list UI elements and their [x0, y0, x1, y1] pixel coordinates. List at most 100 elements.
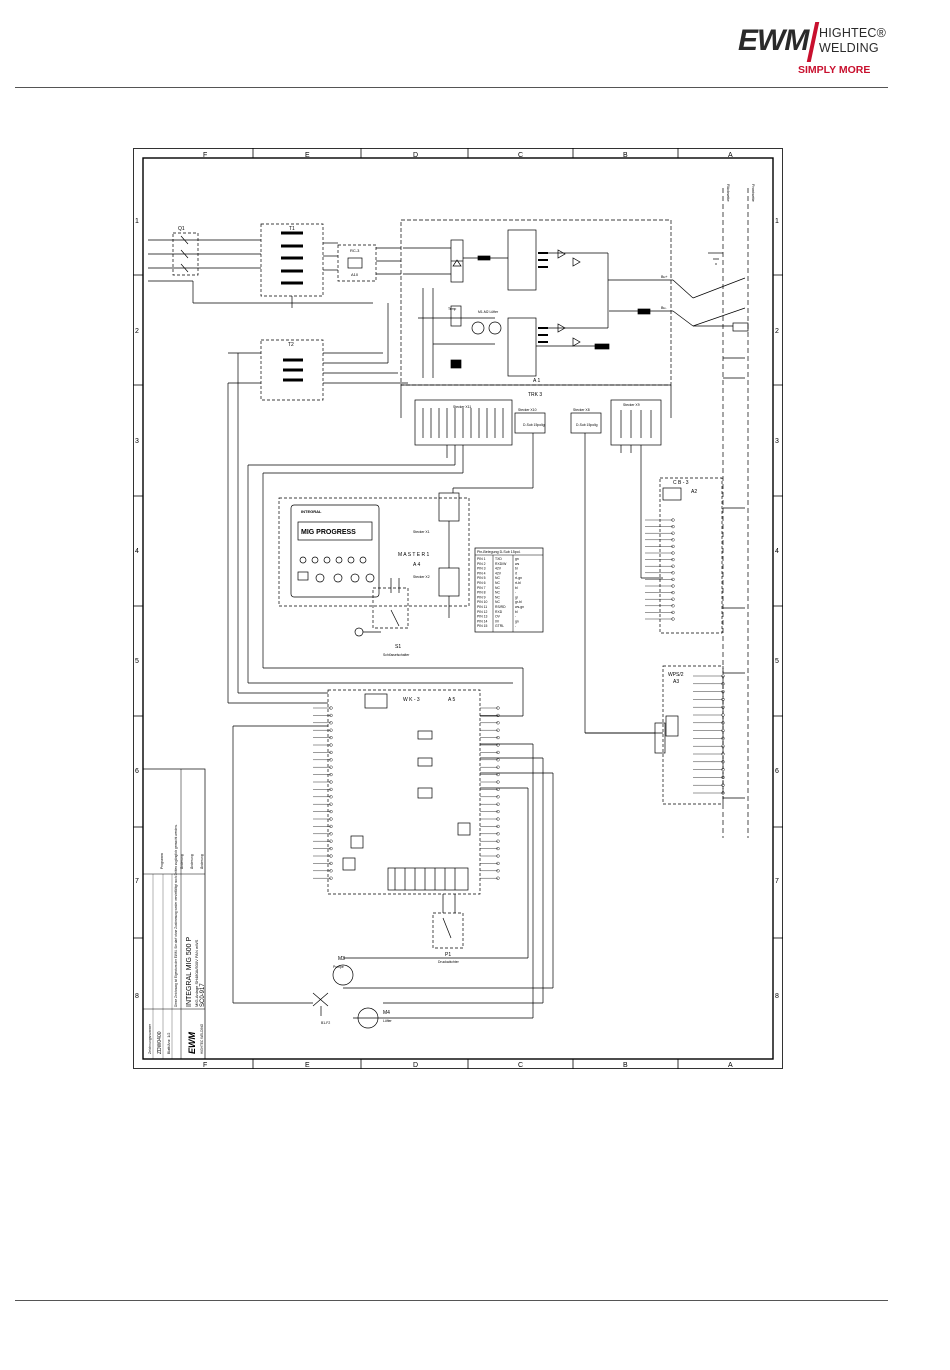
label-a1: A 1	[533, 378, 540, 384]
wk3-wire-left-terminal	[329, 743, 333, 747]
grid-letter: E	[305, 1062, 310, 1069]
t2-transformer	[260, 339, 324, 401]
wk3-wire-right-terminal	[496, 832, 500, 836]
stecker-x9-connector	[610, 399, 662, 446]
wps-wire-terminal	[721, 721, 725, 725]
circuit-diagram: F E D C B A F E D C B A 1 2 3 4 5 6 7 8 …	[133, 148, 783, 1069]
rc3-module	[337, 244, 377, 282]
pin-table-cell: gr-bl	[515, 600, 522, 604]
cb3-wire-terminal	[671, 597, 675, 601]
wk3-wire-left-terminal	[329, 802, 333, 806]
wk3-wire-right-terminal	[496, 743, 500, 747]
pin-table-cell: NC	[495, 586, 500, 590]
pin-table-cell: NC	[495, 591, 500, 595]
wps2-board	[662, 665, 724, 805]
wps-wire-terminal	[721, 767, 725, 772]
wps-wire-terminal	[721, 760, 725, 764]
label-m4-desc: Lüfter	[383, 1019, 393, 1023]
pin-table-cell: RXD/W	[495, 562, 507, 566]
cb3-wire-terminal	[671, 518, 675, 522]
label-temp: Temp	[448, 307, 456, 311]
wk3-wire-left-terminal	[329, 846, 333, 851]
label-dc-plus: Bu+	[661, 275, 668, 279]
cb3-wire-terminal	[671, 577, 675, 581]
cb3-wire-terminal	[671, 610, 675, 614]
cb3-wire-terminal	[671, 538, 675, 542]
pin-table-cell: 42V	[495, 571, 502, 575]
pin-table-cell: PIN 15	[477, 624, 487, 628]
wps-wire-terminal	[721, 736, 725, 740]
wk3-wire-left-terminal	[329, 832, 333, 836]
pin-table-cell: TXD	[495, 557, 502, 561]
pin-table-cell: PIN 3	[477, 567, 486, 571]
grid-number: 5	[135, 658, 139, 665]
grid-number: 4	[775, 548, 779, 555]
label-p1-desc: Druckwächter	[438, 960, 460, 964]
wk3-wire-right-terminal	[496, 795, 500, 799]
tb-rev: Änderung	[180, 854, 184, 869]
m4-fan	[357, 1007, 379, 1029]
tb-rev: Programm	[160, 853, 164, 869]
pin-table-cell: NC	[495, 595, 500, 599]
stecker-x11-connector	[414, 399, 513, 446]
label-m3: M3	[338, 956, 345, 962]
wps-wire-terminal	[721, 674, 725, 678]
pin-table-cell: 42V	[495, 567, 502, 571]
wk3-wire-right-terminal	[496, 876, 500, 880]
tb-subtitle: MIG-Anlage SH480A/500V PAN wWS	[194, 939, 199, 1007]
grid-number: 3	[135, 438, 139, 445]
wk3-wire-left-terminal	[329, 817, 333, 821]
label-rueckseite: Rückseite	[726, 184, 731, 202]
pin-table-cell: GTRL	[495, 624, 504, 628]
grid-letter: C	[518, 1062, 523, 1069]
wk3-wire-left-terminal	[329, 765, 333, 769]
cb3-wire-terminal	[671, 591, 675, 595]
ewm-logo: EWM HIGHTEC® WELDING SIMPLY MORE	[738, 22, 888, 82]
pin-table-cell: PIN 5	[477, 576, 486, 580]
grid-letter: F	[203, 152, 207, 159]
label-fans: M1-M2 Lüfter	[478, 310, 499, 314]
wk3-wire-left-terminal	[329, 809, 333, 814]
pin-table-cell: NC	[495, 581, 500, 585]
label-s1: S1	[395, 644, 401, 650]
t1-transformer	[260, 223, 324, 297]
wk3-wire-left-terminal	[329, 795, 333, 799]
title-block: INTEGRAL MIG 500 P MIG-Anlage SH480A/500…	[142, 768, 206, 1060]
wk3-wire-left-terminal	[329, 780, 333, 784]
label-a4: A 4	[413, 562, 420, 568]
cb3-wire-terminal	[671, 525, 675, 529]
pin-table-cell: bl	[515, 586, 518, 590]
wk3-wire-left-terminal	[329, 876, 333, 880]
tb-rev: Änderung	[200, 854, 204, 869]
logo-brand: EWM	[738, 24, 809, 57]
panel-title: MIG PROGRESS	[301, 529, 356, 536]
label-p1: P1	[445, 952, 451, 958]
tb-note: Diese Zeichnung ist Eigentum der EWM. Si…	[174, 824, 178, 1007]
cb3-wire-terminal	[671, 604, 675, 608]
grid-letter: D	[413, 1062, 418, 1069]
wk3-wire-left-terminal	[329, 824, 333, 828]
wps-wire-terminal	[721, 783, 725, 787]
wk3-wire-right-terminal	[496, 728, 500, 732]
label-wk3: W K - 3	[403, 697, 420, 703]
pin-table-cell: PIN 4	[477, 571, 486, 575]
s1-key-switch	[372, 587, 409, 629]
label-t1: T1	[289, 226, 295, 232]
wk3-wire-right-terminal	[496, 802, 500, 806]
wps-wire-terminal	[721, 705, 725, 709]
wps-wire-terminal	[721, 682, 725, 686]
label-dc-minus: Bu-	[661, 306, 667, 310]
wk3-wire-left-terminal	[329, 713, 333, 717]
label-stecker-x9: Stecker X9	[623, 403, 640, 407]
pin-table-cell: PIN 10	[477, 600, 487, 604]
wk3-wire-right-terminal	[496, 861, 500, 865]
wps-wire-terminal	[721, 791, 725, 795]
wps-wire-terminal	[721, 775, 725, 779]
wk3-wire-right-terminal	[496, 780, 500, 784]
pin-table-cell: PIN 6	[477, 581, 486, 585]
pin-table-cell: PIN 7	[477, 586, 486, 590]
pin-table-cell: 0V	[495, 619, 500, 623]
pin-table-cell: PIN 2	[477, 562, 486, 566]
wk3-wire-left-terminal	[329, 758, 333, 762]
grid-number: 6	[775, 768, 779, 775]
